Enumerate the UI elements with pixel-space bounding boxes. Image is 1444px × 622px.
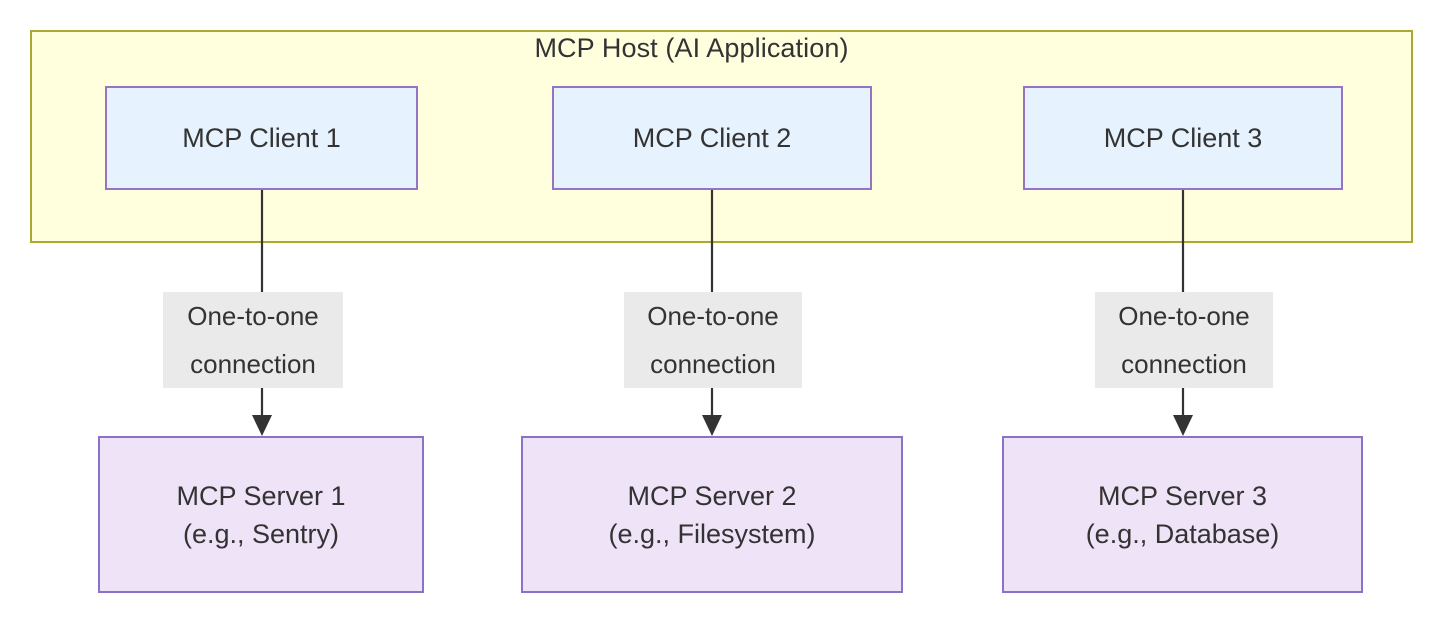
edge-label-client1-server1: One-to-one connection: [163, 292, 343, 388]
node-mcp-server-1-label: MCP Server 1 (e.g., Sentry): [176, 480, 346, 549]
edge-label-client3-server3: One-to-one connection: [1095, 292, 1273, 388]
node-mcp-client-2[interactable]: MCP Client 2: [552, 86, 872, 190]
node-mcp-server-3[interactable]: MCP Server 3 (e.g., Database): [1002, 436, 1363, 593]
edge-arrowhead-client2-server2: [702, 415, 722, 436]
node-mcp-client-3-label: MCP Client 3: [1103, 123, 1263, 153]
node-mcp-client-3[interactable]: MCP Client 3: [1023, 86, 1343, 190]
node-mcp-server-3-label: MCP Server 3 (e.g., Database): [1085, 480, 1280, 549]
mcp-host-title: MCP Host (AI Application): [534, 33, 849, 63]
node-mcp-client-2-label: MCP Client 2: [632, 123, 792, 153]
node-mcp-server-2[interactable]: MCP Server 2 (e.g., Filesystem): [521, 436, 903, 593]
node-mcp-server-2-label: MCP Server 2 (e.g., Filesystem): [608, 480, 816, 549]
edge-arrowhead-client1-server1: [252, 415, 272, 436]
node-mcp-client-1[interactable]: MCP Client 1: [105, 86, 418, 190]
edge-label-client2-server2: One-to-one connection: [624, 292, 802, 388]
node-mcp-server-1[interactable]: MCP Server 1 (e.g., Sentry): [98, 436, 424, 593]
node-mcp-client-1-label: MCP Client 1: [182, 123, 341, 153]
edge-arrowhead-client3-server3: [1173, 415, 1193, 436]
